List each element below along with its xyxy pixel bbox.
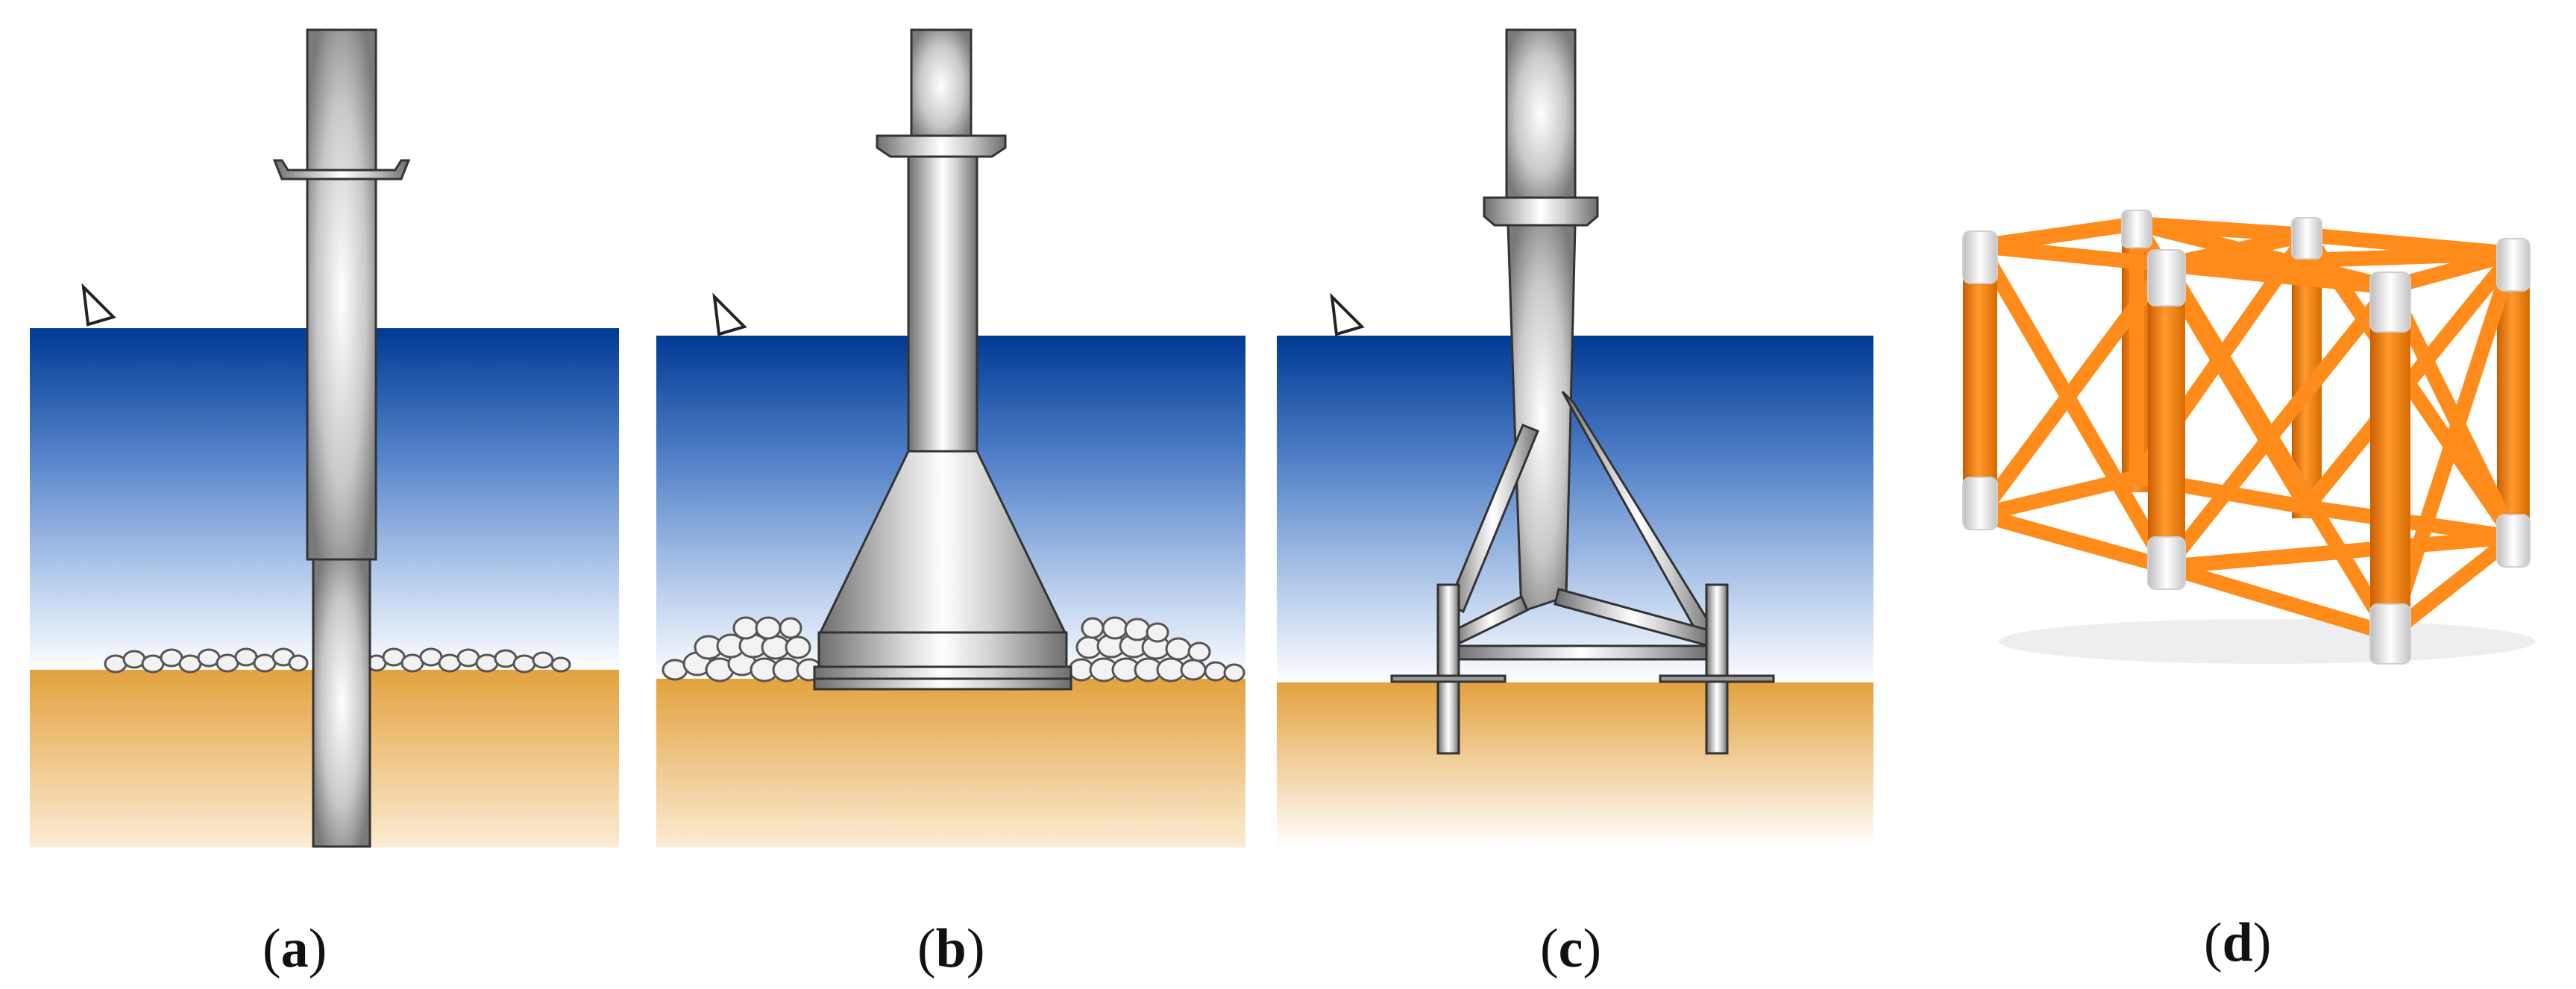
- panel-b-gravity-base: [656, 28, 1245, 847]
- upper-brace-left-c: [1447, 424, 1539, 614]
- water-c: [1277, 336, 1873, 685]
- shaft-b: [907, 155, 978, 453]
- sea-level-marker-a: [81, 283, 116, 327]
- transition-piece-a: [272, 159, 411, 180]
- panel-d-jacket: [1962, 210, 2536, 665]
- jacket-leg-1: [1963, 239, 1997, 522]
- panel-a-monopile: [30, 28, 619, 848]
- caption-b: (b): [917, 918, 985, 979]
- caption-c: (c): [1540, 918, 1602, 979]
- left-sleeve-c: [1436, 583, 1460, 755]
- caption-a: (a): [263, 918, 327, 979]
- jacket-leg-3: [2370, 280, 2410, 641]
- jacket-leg-2: [2148, 257, 2185, 574]
- left-mudmat-c: [1390, 674, 1507, 683]
- pile-a: [312, 558, 371, 848]
- sea-level-marker-b: [712, 292, 747, 336]
- scour-stones-b: [662, 616, 1245, 682]
- seabed-b: [656, 679, 1245, 847]
- flange-b: [876, 134, 1007, 158]
- seabed-c: [1277, 682, 1873, 847]
- jacket-leg-caps: [1962, 210, 2531, 665]
- jacket-shadow: [1999, 619, 2536, 664]
- central-column-c: [1507, 224, 1577, 614]
- caption-d: (d): [2204, 912, 2272, 973]
- sea-level-marker-c: [1330, 292, 1365, 336]
- panel-c-tripod: [1277, 28, 1873, 847]
- tower-a: [306, 28, 377, 561]
- right-sleeve-c: [1705, 583, 1729, 755]
- base-ring-b: [817, 631, 1068, 668]
- mudline-brace-c: [1453, 644, 1709, 661]
- scour-stones-a: [104, 647, 571, 674]
- transition-piece-c: [1483, 196, 1599, 227]
- right-mudmat-c: [1659, 674, 1775, 683]
- tower-b: [910, 28, 973, 143]
- tower-c: [1505, 28, 1577, 199]
- jacket-braces: [1973, 216, 2521, 641]
- jacket-front-legs: [1963, 239, 2410, 641]
